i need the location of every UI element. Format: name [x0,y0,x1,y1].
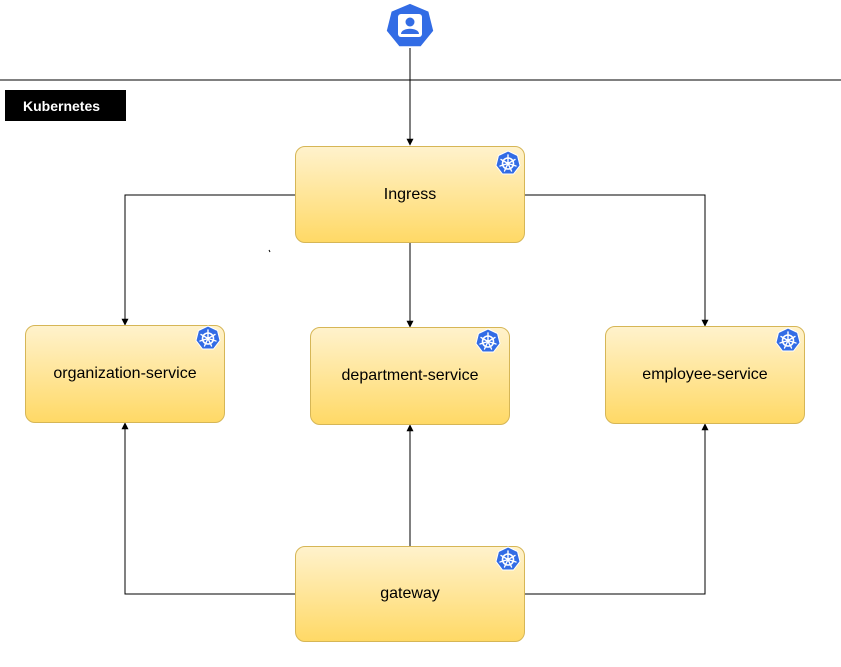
employee-service-label: employee-service [642,366,768,383]
user-icon[interactable] [385,2,435,49]
edge-gateway-employee [525,423,709,595]
edge-ingress-employee [525,194,709,327]
edge-gateway-organization [121,422,295,595]
kubernetes-helm-icon [495,546,521,571]
ingress-label: Ingress [383,185,437,203]
employee-service-node[interactable]: employee-service [605,326,805,424]
organization-service-node[interactable]: organization-service [25,325,225,423]
department-service-label: department-service [341,367,479,384]
kubernetes-helm-icon [195,325,221,350]
cluster-label: Kubernetes [5,90,126,121]
stray-mark [268,249,271,253]
kubernetes-helm-icon [775,327,801,352]
gateway-node[interactable]: gateway [295,546,525,642]
kubernetes-helm-icon [495,150,521,175]
gateway-label: gateway [380,585,440,602]
organization-service-label: organization-service [53,365,197,382]
ingress-node[interactable]: Ingress [295,146,525,243]
kubernetes-helm-icon [475,328,501,353]
edge-ingress-organization [121,194,295,326]
